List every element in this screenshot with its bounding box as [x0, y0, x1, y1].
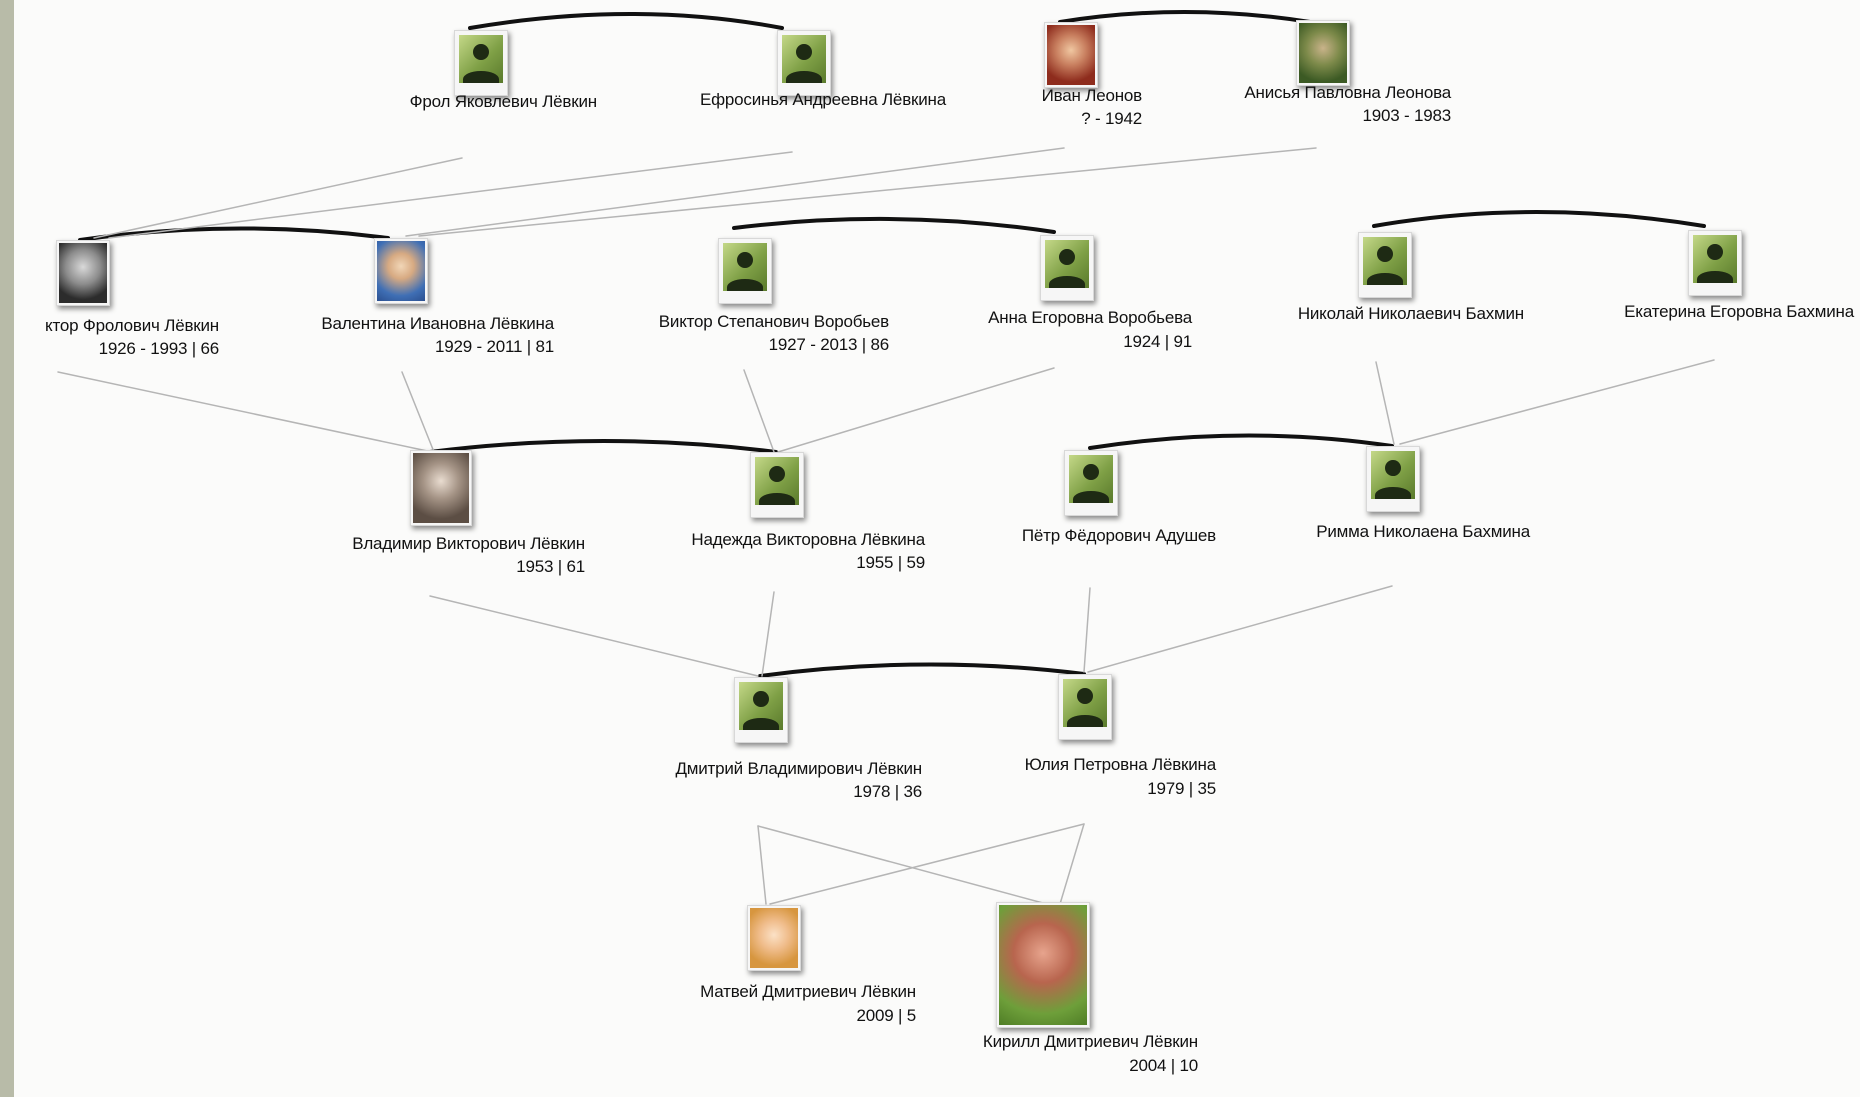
person-name: Ефросинья Андреевна Лёвкина: [699, 90, 946, 109]
link-petr-yulia: [1083, 587, 1091, 673]
link-yulia-matvey: [769, 823, 1085, 905]
spouse-arc-dmitriy-yulia: [758, 662, 1086, 678]
spouse-arc-nikolay-ekaterina: [1372, 210, 1706, 228]
person-dates: 1926 - 1993 | 66: [98, 339, 220, 358]
link-ekaterina-rimma: [1399, 359, 1715, 445]
person-dates: 1953 | 61: [516, 557, 585, 576]
link-anna-nadezhda: [777, 367, 1055, 453]
portrait-image: [413, 453, 469, 523]
person-name: Валентина Ивановна Лёвкина: [321, 314, 554, 333]
person-photo[interactable]: [374, 238, 428, 304]
person-name: Пётр Фёдорович Адушев: [1021, 526, 1216, 545]
portrait-image: [1299, 23, 1347, 83]
person-name: Надежда Викторовна Лёвкина: [691, 530, 925, 549]
family-tree-canvas: Фрол Яковлевич Лёвкин Ефросинья Андреевна…: [14, 0, 1860, 1097]
person-silhouette-icon[interactable]: [734, 677, 788, 743]
person-dates: 1927 - 2013 | 86: [768, 335, 890, 354]
link-yulia-kirill: [1059, 823, 1085, 905]
portrait-image: [1047, 25, 1095, 85]
link-frol-viktor: [93, 157, 463, 239]
person-name: Екатерина Егоровна Бахмина: [1624, 302, 1854, 321]
tree-connections: [57, 10, 1715, 907]
silhouette-icon: [1045, 240, 1089, 288]
silhouette-icon: [459, 35, 503, 83]
silhouette-icon: [1371, 451, 1415, 499]
person-silhouette-icon[interactable]: [1358, 232, 1412, 298]
person-silhouette-icon[interactable]: [1040, 235, 1094, 301]
person-silhouette-icon[interactable]: [1064, 450, 1118, 516]
person-name: Виктор Степанович Воробьев: [658, 312, 889, 331]
link-nadezhda-dmitriy: [761, 591, 775, 677]
link-viktorS-nadezhda: [743, 369, 775, 453]
person-name: Анна Егоровна Воробьева: [988, 308, 1192, 327]
link-efrosinya-viktor: [108, 151, 793, 239]
silhouette-icon: [1693, 235, 1737, 283]
person-photo[interactable]: [56, 240, 110, 306]
person-name: Фрол Яковлевич Лёвкин: [409, 92, 598, 111]
portrait-image: [999, 905, 1087, 1025]
spouse-arc-viktor-valentina: [78, 226, 390, 242]
person-name: Николай Николаевич Бахмин: [1297, 304, 1524, 323]
person-name: Иван Леонов: [1041, 86, 1143, 105]
link-dmitriy-matvey: [757, 825, 767, 905]
person-name: Римма Николаена Бахмина: [1316, 522, 1530, 541]
person-photo[interactable]: [1044, 22, 1098, 88]
person-silhouette-icon[interactable]: [750, 452, 804, 518]
person-name: Дмитрий Владимирович Лёвкин: [675, 759, 922, 778]
portrait-image: [750, 908, 798, 968]
person-silhouette-icon[interactable]: [777, 30, 831, 96]
person-dates: 2009 | 5: [856, 1006, 916, 1025]
spouse-arc-frol-efrosinya: [468, 12, 784, 30]
person-dates: 1978 | 36: [853, 782, 922, 801]
person-photo[interactable]: [410, 450, 472, 526]
silhouette-icon: [755, 457, 799, 505]
person-name: Юлия Петровна Лёвкина: [1024, 755, 1217, 774]
person-dates: 1903 - 1983: [1362, 106, 1451, 125]
person-silhouette-icon[interactable]: [1058, 674, 1112, 740]
person-dates: 2004 | 10: [1129, 1056, 1198, 1075]
person-dates: 1955 | 59: [856, 553, 925, 572]
silhouette-icon: [1069, 455, 1113, 503]
link-viktor-vladimir: [57, 371, 433, 453]
silhouette-icon: [1063, 679, 1107, 727]
person-silhouette-icon[interactable]: [1688, 230, 1742, 296]
spouse-arc-ivan-anisya: [1058, 10, 1312, 24]
link-dmitriy-kirill: [757, 825, 1055, 907]
silhouette-icon: [723, 243, 767, 291]
person-name: Анисья Павловна Леонова: [1244, 83, 1451, 102]
portrait-image: [377, 241, 425, 301]
silhouette-icon: [1363, 237, 1407, 285]
person-photo[interactable]: [1296, 20, 1350, 86]
person-silhouette-icon[interactable]: [718, 238, 772, 304]
person-name: Кирилл Дмитриевич Лёвкин: [982, 1032, 1198, 1051]
person-silhouette-icon[interactable]: [1366, 446, 1420, 512]
silhouette-icon: [782, 35, 826, 83]
link-rimma-yulia: [1087, 585, 1393, 673]
person-silhouette-icon[interactable]: [454, 30, 508, 96]
person-photo[interactable]: [747, 905, 801, 971]
person-photo[interactable]: [996, 902, 1090, 1028]
link-nikolay-rimma: [1375, 361, 1395, 445]
person-dates: 1924 | 91: [1123, 332, 1192, 351]
person-dates: 1979 | 35: [1147, 779, 1216, 798]
person-dates: 1929 - 2011 | 81: [434, 337, 554, 356]
spouse-arc-vladimir-nadezhda: [428, 439, 778, 454]
link-ivan-valentina: [405, 147, 1065, 237]
person-name: Матвей Дмитриевич Лёвкин: [700, 982, 916, 1001]
link-vladimir-dmitriy: [429, 595, 759, 677]
silhouette-icon: [739, 682, 783, 730]
spouse-arc-viktorS-anna: [732, 216, 1056, 234]
link-anisya-valentina: [418, 147, 1317, 237]
portrait-image: [59, 243, 107, 303]
person-name: ктор Фролович Лёвкин: [45, 316, 219, 335]
link-valentina-vladimir: [401, 371, 435, 453]
spouse-arc-petr-rimma: [1088, 433, 1394, 450]
person-dates: ? - 1942: [1081, 109, 1142, 128]
person-name: Владимир Викторович Лёвкин: [352, 534, 585, 553]
